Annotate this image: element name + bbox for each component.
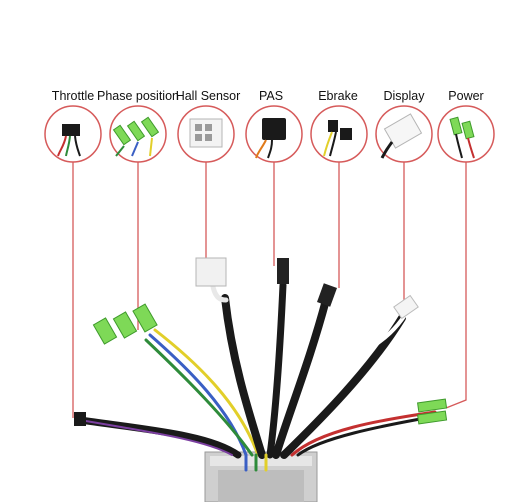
callout-hall-sensor [177, 105, 235, 163]
callout-pas [245, 105, 303, 163]
pas-plug [277, 258, 289, 284]
hall-sensor-plug [195, 257, 227, 287]
callout-power [437, 105, 495, 163]
leader-power [445, 162, 467, 409]
leader-lines [72, 162, 467, 418]
callout-display [375, 105, 433, 163]
callout-ebrake [310, 105, 368, 163]
throttle-plug [74, 412, 86, 426]
phase-plugs [92, 303, 158, 345]
controller-box [204, 451, 318, 502]
label-hall-sensor: Hall Sensor [175, 89, 241, 103]
bundle-connectors [74, 257, 448, 426]
label-phase-position: Phase position [96, 89, 180, 103]
callout-phase-position [109, 105, 167, 163]
wire-bundle [76, 277, 439, 472]
display-plug [393, 294, 419, 320]
label-display: Display [383, 89, 425, 103]
power-plugs [417, 398, 448, 425]
callout-throttle [44, 105, 102, 163]
label-ebrake: Ebrake [318, 89, 358, 103]
label-pas: PAS [258, 89, 284, 103]
label-power: Power [448, 89, 484, 103]
callout-circles [44, 105, 495, 163]
ebrake-plug [317, 283, 337, 307]
label-throttle: Throttle [51, 89, 95, 103]
